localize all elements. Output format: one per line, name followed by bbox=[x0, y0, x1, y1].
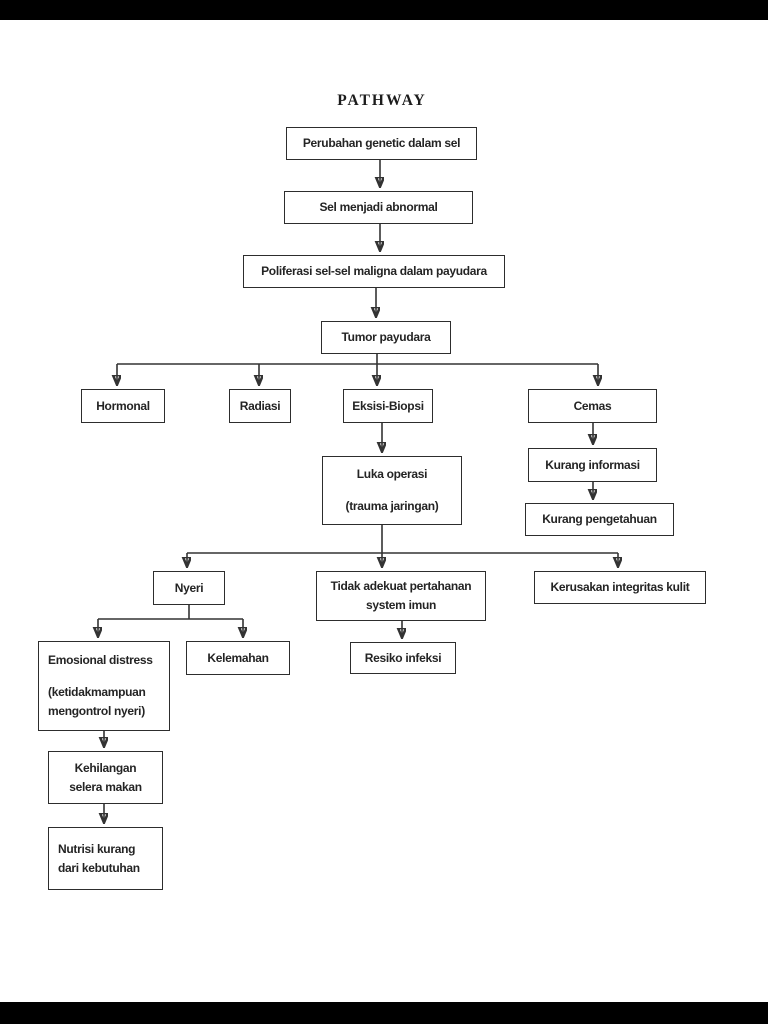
node-label-line2: selera makan bbox=[69, 779, 142, 794]
node-label-line2: (ketidakmampuan bbox=[48, 685, 146, 699]
node-poliferasi: Poliferasi sel-sel maligna dalam payudar… bbox=[243, 255, 505, 288]
node-kurang-informasi: Kurang informasi bbox=[528, 448, 657, 482]
node-eksisi-biopsi: Eksisi-Biopsi bbox=[343, 389, 433, 423]
node-label: Cemas bbox=[573, 398, 612, 413]
node-label: Sel menjadi abnormal bbox=[319, 200, 438, 214]
node-label: Kurang pengetahuan bbox=[542, 512, 657, 526]
node-label: Perubahan genetic dalam sel bbox=[302, 136, 461, 150]
node-label-line2: system imun bbox=[365, 598, 437, 612]
node-perubahan-genetic: Perubahan genetic dalam sel bbox=[286, 127, 477, 160]
node-label-line1: Luka operasi bbox=[356, 467, 428, 481]
letterbox-top bbox=[0, 0, 768, 20]
node-label: Poliferasi sel-sel maligna dalam payudar… bbox=[261, 264, 487, 278]
node-label: Tumor payudara bbox=[341, 330, 431, 344]
node-label: Eksisi-Biopsi bbox=[352, 398, 424, 413]
node-emosional-distress: Emosional distress (ketidakmampuan mengo… bbox=[38, 641, 170, 731]
node-label: Kerusakan integritas kulit bbox=[550, 580, 690, 594]
node-label-line2: (trauma jaringan) bbox=[345, 499, 439, 513]
node-hormonal: Hormonal bbox=[81, 389, 165, 423]
node-label: Kurang informasi bbox=[545, 457, 640, 472]
node-kehilangan-selera: Kehilangan selera makan bbox=[48, 751, 163, 804]
node-label-line3: mengontrol nyeri) bbox=[48, 704, 145, 718]
node-kerusakan-integritas: Kerusakan integritas kulit bbox=[534, 571, 706, 604]
node-tidak-adekuat: Tidak adekuat pertahanan system imun bbox=[316, 571, 486, 621]
node-label-line1: Kehilangan bbox=[74, 760, 137, 775]
page-title: PATHWAY bbox=[337, 92, 427, 109]
node-label-line2: dari kebutuhan bbox=[58, 860, 140, 875]
letterbox-bottom bbox=[0, 1002, 768, 1024]
node-label: Nyeri bbox=[174, 580, 204, 595]
node-nutrisi-kurang: Nutrisi kurang dari kebutuhan bbox=[48, 827, 163, 890]
node-resiko-infeksi: Resiko infeksi bbox=[350, 642, 456, 674]
node-tumor-payudara: Tumor payudara bbox=[321, 321, 451, 354]
node-label: Kelemahan bbox=[207, 650, 269, 665]
node-nyeri: Nyeri bbox=[153, 571, 225, 605]
node-label: Radiasi bbox=[239, 398, 281, 413]
node-label: Resiko infeksi bbox=[364, 650, 442, 665]
node-label: Hormonal bbox=[96, 398, 150, 413]
node-radiasi: Radiasi bbox=[229, 389, 291, 423]
node-cemas: Cemas bbox=[528, 389, 657, 423]
node-sel-abnormal: Sel menjadi abnormal bbox=[284, 191, 473, 224]
node-kurang-pengetahuan: Kurang pengetahuan bbox=[525, 503, 674, 536]
node-kelemahan: Kelemahan bbox=[186, 641, 290, 675]
node-luka-operasi: Luka operasi (trauma jaringan) bbox=[322, 456, 462, 525]
node-label-line1: Nutrisi kurang bbox=[58, 841, 136, 856]
node-label-line1: Tidak adekuat pertahanan bbox=[330, 579, 472, 593]
node-label-line1: Emosional distress bbox=[48, 653, 153, 667]
